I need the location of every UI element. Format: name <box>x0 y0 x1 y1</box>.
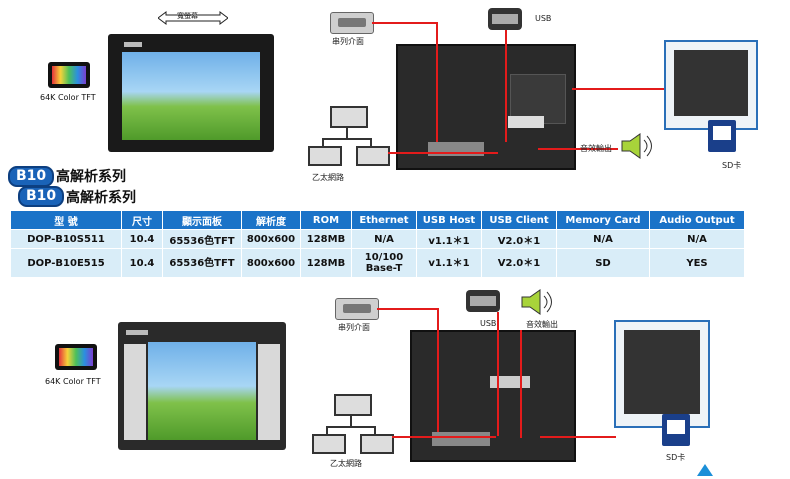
col-header-ethernet: Ethernet <box>351 210 417 230</box>
tft-color-swatch-bottom <box>55 344 97 370</box>
hmi-front-panel-bottom <box>118 322 286 450</box>
col-header-size: 尺寸 <box>121 210 163 230</box>
tft-label-bottom: 64K Color TFT <box>45 377 101 386</box>
brand-logo-top <box>124 42 142 47</box>
table-header-row: 型 號 尺寸 顯示面板 解析度 ROM Ethernet USB Host US… <box>10 210 745 230</box>
cell-usb-client: V2.0＊1 <box>481 229 557 249</box>
up-arrow-icon[interactable] <box>697 464 713 476</box>
cell-panel: 65536色TFT <box>162 248 242 278</box>
sd-card-icon-top <box>708 120 736 152</box>
cell-rom: 128MB <box>300 229 352 249</box>
cell-usb-client: V2.0＊1 <box>481 248 557 278</box>
brand-logo-bottom <box>126 330 148 335</box>
ethernet-label-top: 乙太網路 <box>312 173 344 182</box>
cell-resolution: 800x600 <box>241 229 301 249</box>
cell-panel: 65536色TFT <box>162 229 242 249</box>
speaker-icon-bottom <box>520 288 556 316</box>
sd-slot-closeup-top <box>664 40 758 130</box>
cell-memory-card: N/A <box>556 229 650 249</box>
hmi-screen-bottom <box>148 342 256 440</box>
ethernet-label-bottom: 乙太網路 <box>330 459 362 468</box>
sd-slot-closeup-bottom <box>614 320 710 428</box>
cell-audio-output: YES <box>649 248 745 278</box>
cell-model: DOP-B10E515 <box>10 248 122 278</box>
cell-usb-host: v1.1＊1 <box>416 248 482 278</box>
col-header-resolution: 解析度 <box>241 210 301 230</box>
cell-resolution: 800x600 <box>241 248 301 278</box>
usb-label-top: USB <box>535 14 552 23</box>
hmi-front-panel-top <box>108 34 274 152</box>
table-row: DOP-B10E515 10.4 65536色TFT 800x600 128MB… <box>10 248 745 278</box>
series-title-2: 高解析系列 <box>66 190 136 206</box>
usb-label-bottom: USB <box>480 319 497 328</box>
cell-memory-card: SD <box>556 248 650 278</box>
cell-size: 10.4 <box>121 229 163 249</box>
col-header-panel: 顯示面板 <box>162 210 242 230</box>
cell-size: 10.4 <box>121 248 163 278</box>
cell-ethernet: 10/100 Base-T <box>351 248 417 278</box>
col-header-memory-card: Memory Card <box>556 210 650 230</box>
table-row: DOP-B10S511 10.4 65536色TFT 800x600 128MB… <box>10 229 745 249</box>
serial-port-icon <box>330 12 374 34</box>
col-header-usb-client: USB Client <box>481 210 557 230</box>
cell-ethernet: N/A <box>351 229 417 249</box>
sd-label-bottom: SD卡 <box>666 453 686 462</box>
serial-label-top: 串列介面 <box>332 37 364 46</box>
audio-label-bottom: 音效輸出 <box>526 320 558 329</box>
audio-label-top: 音效輸出 <box>580 144 612 153</box>
spec-table: 型 號 尺寸 顯示面板 解析度 ROM Ethernet USB Host US… <box>10 210 745 278</box>
tft-label-top: 64K Color TFT <box>40 93 96 102</box>
speaker-icon-top <box>620 132 656 160</box>
ethernet-network-icon-top <box>308 106 390 168</box>
tft-color-swatch-top <box>48 62 90 88</box>
cell-usb-host: v1.1＊1 <box>416 229 482 249</box>
series-badge-2: B10 <box>18 186 65 207</box>
usb-icon-top <box>488 8 522 30</box>
col-header-usb-host: USB Host <box>416 210 482 230</box>
col-header-model: 型 號 <box>10 210 122 230</box>
cell-model: DOP-B10S511 <box>10 229 122 249</box>
wide-screen-arrow: 寬螢幕 <box>157 10 229 25</box>
serial-label-bottom: 串列介面 <box>338 323 370 332</box>
hmi-screen-top <box>122 52 260 140</box>
sd-label-top: SD卡 <box>722 161 742 170</box>
wide-screen-label: 寬螢幕 <box>177 12 198 20</box>
hmi-rear-panel-bottom <box>410 330 576 462</box>
series-title-1: 高解析系列 <box>56 169 126 185</box>
cell-audio-output: N/A <box>649 229 745 249</box>
col-header-rom: ROM <box>300 210 352 230</box>
col-header-audio-output: Audio Output <box>649 210 745 230</box>
ethernet-network-icon-bottom <box>312 394 394 454</box>
usb-icon-bottom <box>466 290 500 312</box>
series-badge-1: B10 <box>8 166 55 187</box>
cell-rom: 128MB <box>300 248 352 278</box>
serial-port-icon-bottom <box>335 298 379 320</box>
sd-card-icon-bottom <box>662 414 690 446</box>
